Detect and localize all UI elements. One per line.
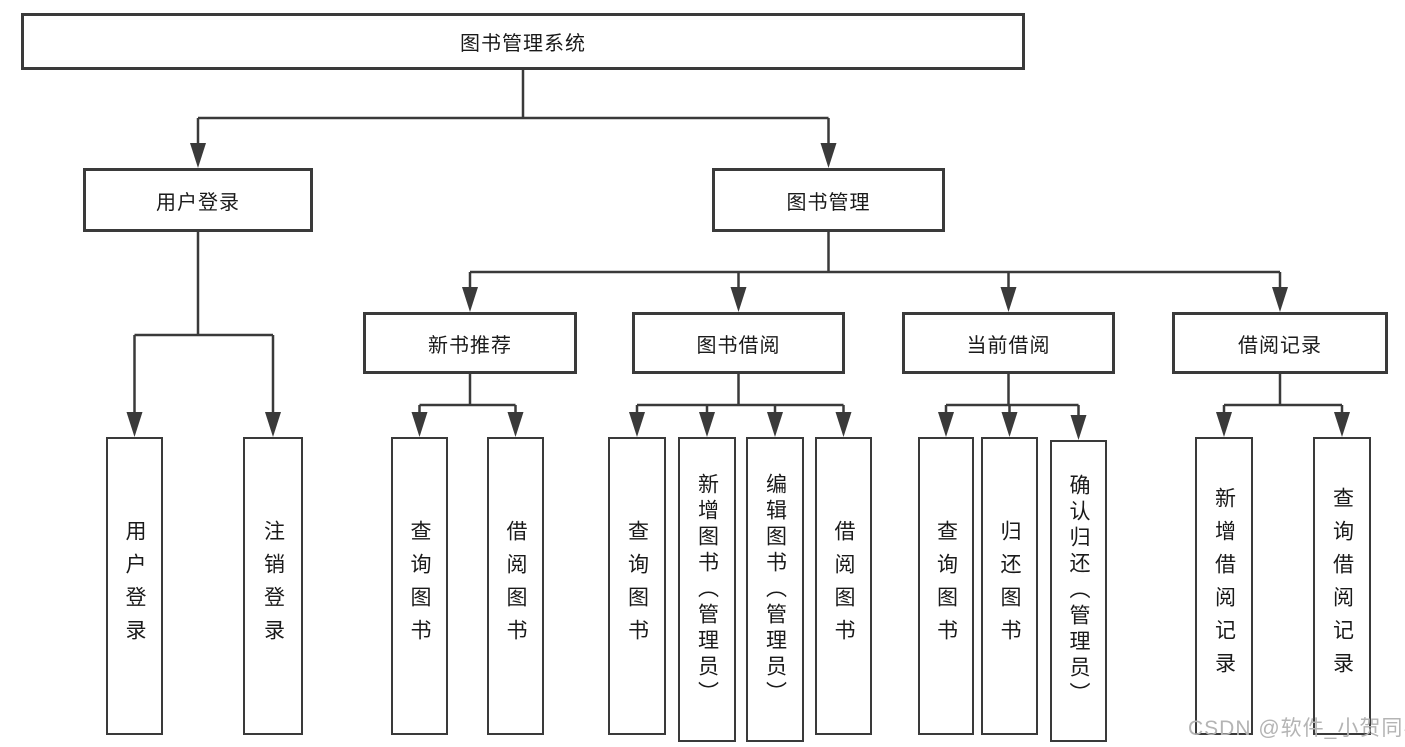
connector-record — [1222, 374, 1344, 419]
arrowhead-login — [190, 143, 206, 168]
node-cur-query: 查询图书 — [918, 437, 974, 735]
node-borrow: 图书借阅 — [632, 312, 845, 374]
arrowhead-rcd-add — [1216, 412, 1232, 437]
node-login-out: 注销登录 — [243, 437, 303, 735]
node-bor-edit: 编辑图书（管理员） — [746, 437, 804, 742]
watermark: CSDN @软件_小贺同学 — [1188, 717, 1405, 740]
node-bor-add: 新增图书（管理员） — [678, 437, 736, 742]
arrowhead-current — [1000, 287, 1017, 312]
node-label: 查询图书 — [625, 520, 649, 652]
node-label: 用户登录 — [156, 191, 240, 214]
node-cur-confirm: 确认归还（管理员） — [1050, 440, 1107, 742]
node-label: 图书管理 — [786, 191, 871, 214]
node-label: 当前借阅 — [966, 334, 1051, 357]
node-label: 查询图书 — [408, 520, 431, 652]
node-rec-borrow: 借阅图书 — [487, 437, 544, 735]
node-label: 图书管理系统 — [460, 33, 586, 55]
node-rcd-query: 查询借阅记录 — [1313, 437, 1371, 735]
node-record: 借阅记录 — [1172, 312, 1388, 374]
arrowhead-login-user — [126, 412, 143, 437]
node-rec-query: 查询图书 — [391, 437, 448, 735]
node-label: 借阅图书 — [504, 520, 527, 652]
node-label: 归还图书 — [998, 520, 1021, 652]
node-label: 借阅记录 — [1238, 334, 1322, 357]
connector-current — [944, 374, 1080, 422]
arrowhead-login-out — [265, 412, 281, 437]
node-rcd-add: 新增借阅记录 — [1195, 437, 1253, 735]
arrowhead-cur-query — [938, 412, 954, 437]
node-label: 查询图书 — [934, 520, 958, 652]
arrowhead-bor-borrow — [835, 412, 852, 437]
node-label: 图书借阅 — [696, 334, 781, 357]
arrowhead-rec-borrow — [507, 412, 524, 437]
node-current: 当前借阅 — [902, 312, 1115, 374]
connector-borrow — [635, 374, 845, 419]
node-label: 新书推荐 — [428, 334, 512, 357]
arrowhead-record — [1272, 287, 1288, 312]
node-manage: 图书管理 — [712, 168, 945, 232]
arrowhead-cur-return — [1001, 412, 1018, 437]
node-label: 新增借阅记录 — [1212, 487, 1236, 685]
node-label: 查询借阅记录 — [1330, 487, 1354, 685]
arrowhead-cur-confirm — [1070, 415, 1087, 440]
node-login-user: 用户登录 — [106, 437, 163, 735]
arrowhead-borrow — [730, 287, 747, 312]
node-label: 借阅图书 — [832, 520, 855, 652]
node-label: 确认归还（管理员） — [1067, 474, 1090, 708]
arrowhead-manage — [820, 143, 837, 168]
node-label: 注销登录 — [261, 520, 285, 652]
arrowhead-bor-edit — [767, 412, 783, 437]
node-root: 图书管理系统 — [21, 13, 1025, 70]
arrowhead-bor-query — [629, 412, 645, 437]
connector-login — [133, 232, 275, 419]
arrowhead-recommend — [462, 287, 478, 312]
connector-root — [196, 70, 830, 150]
connector-recommend — [418, 374, 517, 419]
node-bor-borrow: 借阅图书 — [815, 437, 872, 735]
node-login: 用户登录 — [83, 168, 313, 232]
node-label: 用户登录 — [123, 520, 146, 652]
arrowhead-bor-add — [699, 412, 715, 437]
node-label: 新增图书（管理员） — [695, 472, 719, 707]
arrowhead-rcd-query — [1334, 412, 1350, 437]
node-cur-return: 归还图书 — [981, 437, 1038, 735]
node-recommend: 新书推荐 — [363, 312, 577, 374]
node-label: 编辑图书（管理员） — [763, 472, 787, 707]
connector-manage — [468, 232, 1282, 294]
arrowhead-rec-query — [411, 412, 428, 437]
node-bor-query: 查询图书 — [608, 437, 666, 735]
